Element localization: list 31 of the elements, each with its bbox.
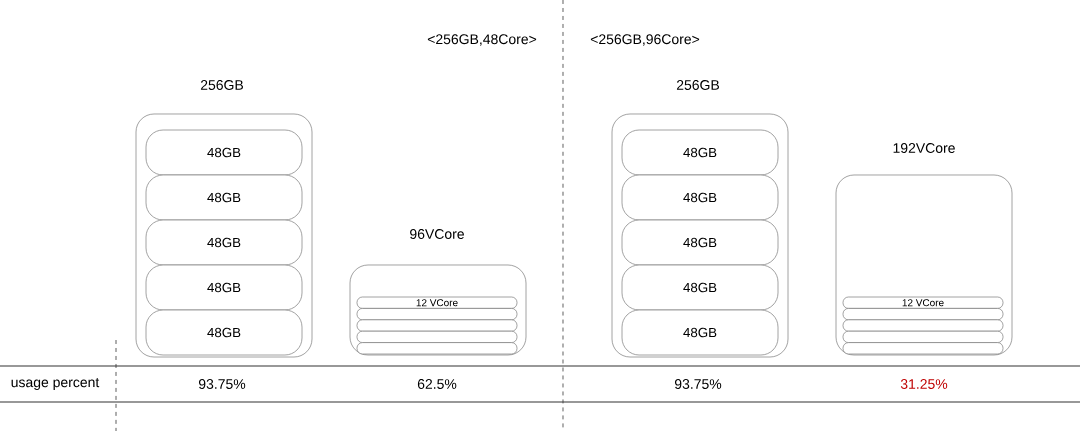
memory-block: 48GB	[145, 174, 303, 221]
heading: 256GB	[200, 80, 243, 90]
slot-bar	[842, 330, 1004, 343]
heading: 96VCore	[410, 229, 464, 239]
heading: 192VCore	[893, 143, 955, 153]
slot-bar	[356, 319, 518, 332]
usage-value: 31.25%	[900, 379, 948, 389]
slot-bar	[356, 330, 518, 343]
slot-bar: 12 VCore	[356, 296, 518, 309]
heading: 256GB	[676, 80, 719, 90]
usage-value: 93.75%	[198, 379, 246, 389]
usage-value: 93.75%	[674, 379, 722, 389]
memory-block: 48GB	[621, 264, 779, 311]
memory-block: 48GB	[621, 174, 779, 221]
memory-block: 48GB	[145, 264, 303, 311]
slot-bar	[356, 308, 518, 321]
usage-value: 62.5%	[417, 379, 457, 389]
memory-block: 48GB	[145, 309, 303, 356]
memory-block: 48GB	[145, 219, 303, 266]
memory-block: 48GB	[621, 129, 779, 176]
slot-bar	[356, 342, 518, 355]
row-header: usage percent	[11, 378, 100, 390]
config-label: <256GB,48Core>	[427, 34, 537, 46]
memory-block: 48GB	[621, 219, 779, 266]
slot-bar: 12 VCore	[842, 296, 1004, 309]
memory-block: 48GB	[621, 309, 779, 356]
slot-bar	[842, 319, 1004, 332]
slot-bar	[842, 342, 1004, 355]
memory-block: 48GB	[145, 129, 303, 176]
slot-bar	[842, 308, 1004, 321]
config-label: <256GB,96Core>	[590, 34, 700, 46]
